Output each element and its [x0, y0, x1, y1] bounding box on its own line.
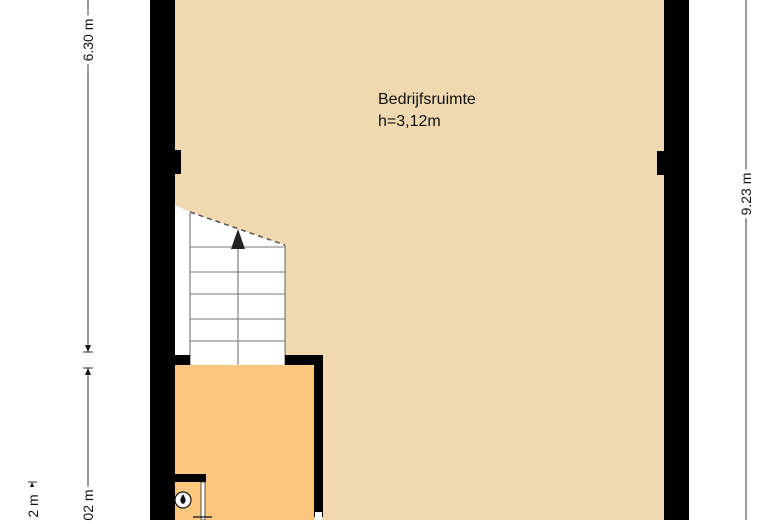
dimension-far-left: 2 m [25, 491, 41, 521]
walls [150, 0, 689, 520]
water-heater-icon [174, 491, 192, 509]
side-room-floor [175, 365, 314, 520]
dimension-left-upper: 6.30 m [80, 15, 96, 65]
staircase [175, 205, 286, 365]
dimension-right: 9.23 m [738, 169, 754, 219]
room-height: h=3,12m [378, 113, 441, 130]
dimension-left-lower: 02 m [80, 486, 96, 524]
room-name: Bedrijfsruimte [378, 91, 476, 108]
stair-arrow-icon [231, 229, 245, 249]
